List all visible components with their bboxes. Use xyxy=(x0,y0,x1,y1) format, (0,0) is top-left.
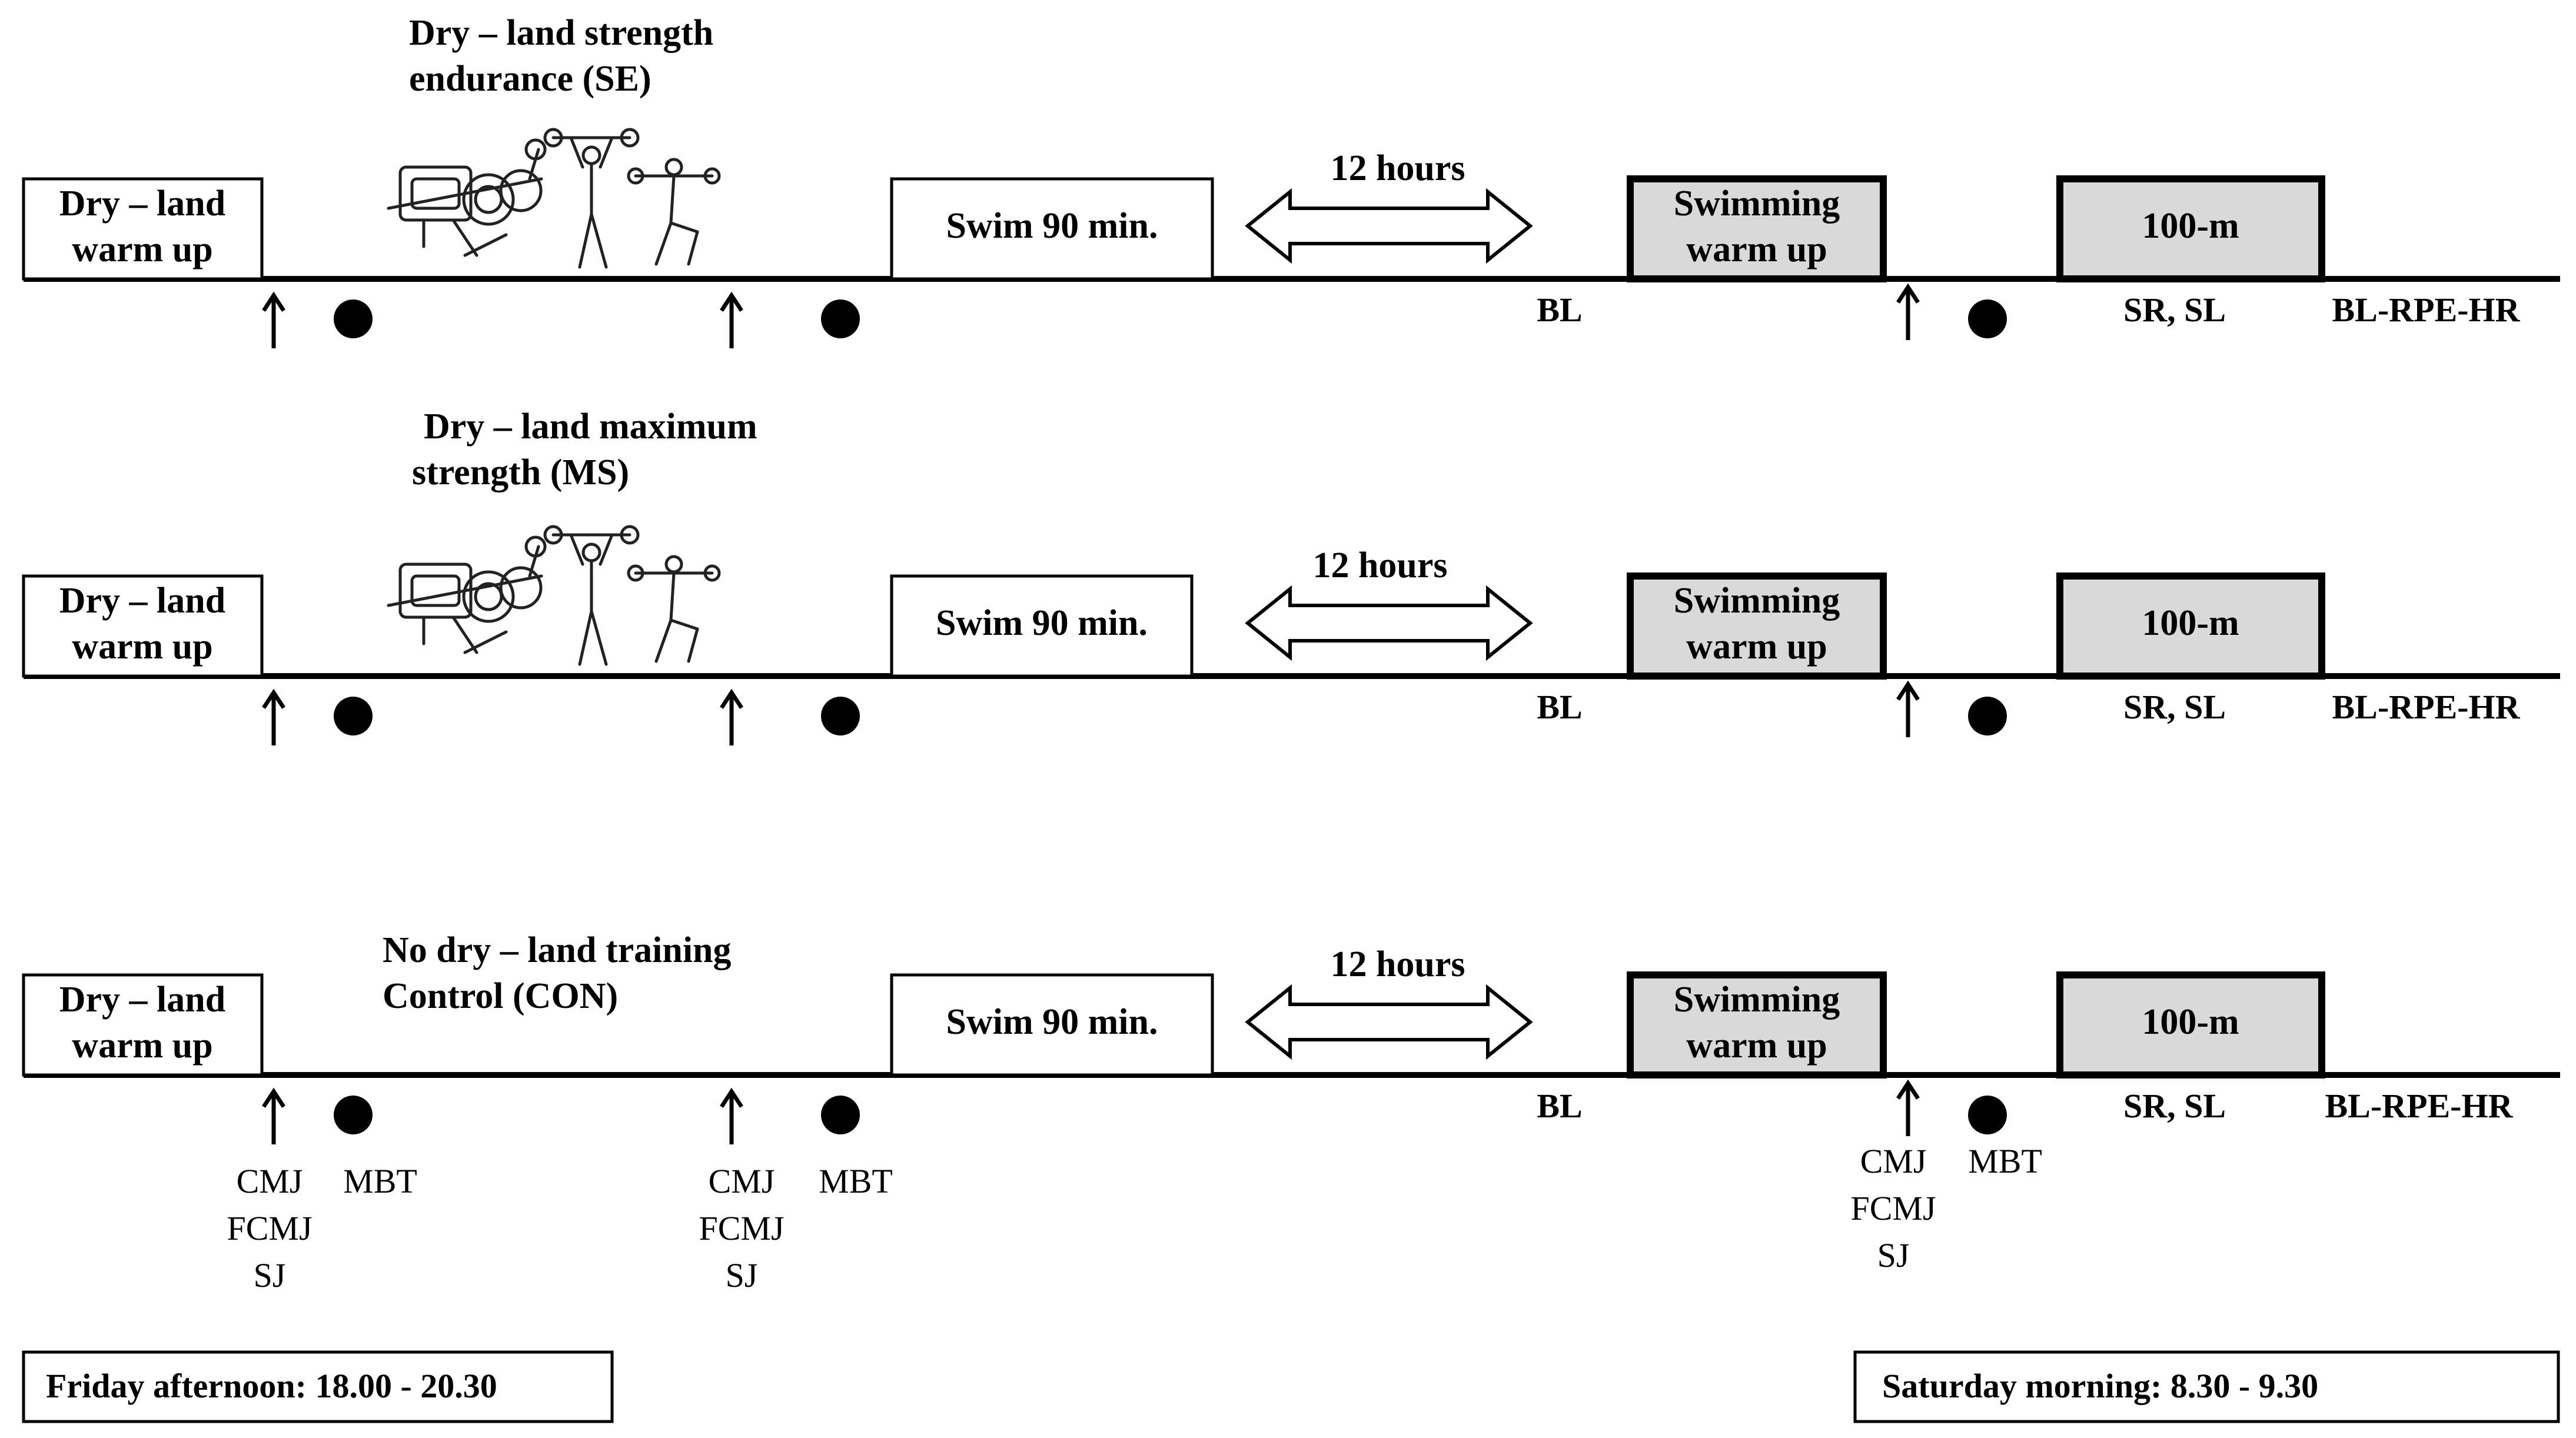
filled-circle-icon xyxy=(821,697,860,735)
swimming-warmup-box xyxy=(1627,572,1887,680)
group-heading-line-2: endurance (SE) xyxy=(409,59,652,99)
ball-test-label: MBT xyxy=(1968,1142,2042,1180)
sr-sl-label: SR, SL xyxy=(2123,291,2226,329)
bl-label: BL xyxy=(1537,1087,1582,1125)
saturday-time-box xyxy=(1853,1350,2560,1423)
arrow-up-icon xyxy=(262,1087,285,1144)
filled-circle-icon xyxy=(1968,299,2007,338)
filled-circle-icon xyxy=(821,1096,860,1134)
race-100m-label: 100-m xyxy=(2142,1002,2239,1042)
race-100m-label: 100-m xyxy=(2142,603,2239,643)
jump-test-label: CMJ xyxy=(709,1162,775,1200)
jump-test-label: FCMJ xyxy=(1850,1189,1936,1227)
swimming-warmup-box xyxy=(1627,971,1887,1078)
protocol-row-ms: Dry – land maximum strength (MS) Dry – lan… xyxy=(22,407,2560,745)
dry-land-warmup-line-2: warm up xyxy=(72,1026,212,1066)
swimming-warmup-line-1: Swimming xyxy=(1674,980,1840,1020)
exercise-illustration xyxy=(387,128,721,269)
jump-test-label: CMJ xyxy=(237,1162,303,1200)
arrow-up-icon xyxy=(1896,1079,1920,1136)
double-arrow-icon xyxy=(1245,188,1533,264)
post-race-label: BL-RPE-HR xyxy=(2332,688,2521,726)
friday-time-box xyxy=(22,1350,614,1423)
ball-test-label: MBT xyxy=(819,1162,893,1200)
arrow-up-icon xyxy=(1896,680,1920,737)
arrow-up-icon xyxy=(262,688,285,745)
dry-land-warmup-box xyxy=(22,973,264,1077)
bl-label: BL xyxy=(1537,688,1582,726)
group-heading-line-1: Dry – land strength xyxy=(409,13,713,53)
double-arrow-icon xyxy=(1245,585,1533,661)
jump-test-label: SJ xyxy=(726,1256,758,1294)
race-100m-box xyxy=(2056,572,2325,680)
swimming-warmup-box xyxy=(1627,175,1887,282)
swim-90-label: Swim 90 min. xyxy=(946,1002,1158,1042)
arrow-up-icon xyxy=(720,291,743,348)
protocol-row-se: Dry – land strength endurance (SE) Dry – l… xyxy=(22,13,2560,348)
friday-time-label: Friday afternoon: 18.00 - 20.30 xyxy=(46,1367,497,1405)
bl-label: BL xyxy=(1537,291,1582,329)
swim-90-label: Swim 90 min. xyxy=(936,603,1148,643)
arrow-up-icon xyxy=(262,291,285,348)
swimming-warmup-line-2: warm up xyxy=(1686,229,1827,269)
jump-test-label: FCMJ xyxy=(227,1209,312,1247)
time-footer: Friday afternoon: 18.00 - 20.30 Saturday … xyxy=(22,1350,2560,1423)
barbell-squat-figure-icon xyxy=(627,158,721,266)
sr-sl-label: SR, SL xyxy=(2123,1087,2226,1125)
interval-label: 12 hours xyxy=(1330,148,1465,188)
arrow-up-icon xyxy=(720,1087,743,1144)
jump-test-label: CMJ xyxy=(1860,1142,1927,1180)
dry-land-warmup-line-1: Dry – land xyxy=(59,980,225,1020)
race-100m-box xyxy=(2056,175,2325,282)
group-heading-line-2: Control (CON) xyxy=(383,976,618,1016)
dry-land-warmup-line-1: Dry – land xyxy=(59,581,225,621)
group-heading-line-2: strength (MS) xyxy=(412,452,629,492)
exercise-illustration xyxy=(387,525,721,666)
post-race-label: BL-RPE-HR xyxy=(2332,291,2521,329)
jump-test-label: FCMJ xyxy=(699,1209,784,1247)
sr-sl-label: SR, SL xyxy=(2123,688,2226,726)
swimming-warmup-line-1: Swimming xyxy=(1674,184,1840,224)
barbell-squat-figure-icon xyxy=(627,555,721,663)
swimming-warmup-line-2: warm up xyxy=(1686,627,1827,667)
filled-circle-icon xyxy=(1968,1096,2007,1134)
race-100m-label: 100-m xyxy=(2142,206,2239,246)
swim-90-box xyxy=(890,973,1214,1077)
filled-circle-icon xyxy=(821,299,860,338)
leg-press-machine-icon xyxy=(387,138,547,257)
jump-test-label: SJ xyxy=(1877,1236,1910,1274)
dry-land-warmup-line-2: warm up xyxy=(72,229,212,269)
barbell-press-figure-icon xyxy=(543,525,640,666)
filled-circle-icon xyxy=(1968,697,2007,735)
filled-circle-icon xyxy=(334,299,373,338)
swim-90-box xyxy=(890,574,1194,678)
arrow-up-icon xyxy=(720,688,743,745)
jump-test-label: SJ xyxy=(254,1256,286,1294)
interval-label: 12 hours xyxy=(1330,944,1465,984)
saturday-time-label: Saturday morning: 8.30 - 9.30 xyxy=(1882,1367,2318,1405)
arrow-up-icon xyxy=(1896,283,1920,340)
interval-label: 12 hours xyxy=(1312,545,1447,585)
swim-90-label: Swim 90 min. xyxy=(946,206,1158,246)
group-heading-line-1: No dry – land training xyxy=(383,930,732,970)
post-race-label: BL-RPE-HR xyxy=(2325,1087,2514,1125)
swim-90-box xyxy=(890,177,1214,281)
leg-press-machine-icon xyxy=(387,535,547,654)
filled-circle-icon xyxy=(334,1096,373,1134)
dry-land-warmup-line-1: Dry – land xyxy=(59,184,225,224)
filled-circle-icon xyxy=(334,697,373,735)
swimming-warmup-line-2: warm up xyxy=(1686,1026,1827,1066)
swimming-warmup-line-1: Swimming xyxy=(1674,581,1840,621)
dry-land-warmup-box xyxy=(22,574,264,678)
barbell-press-figure-icon xyxy=(543,128,640,269)
ball-test-label: MBT xyxy=(343,1162,417,1200)
dry-land-warmup-box xyxy=(22,177,264,281)
double-arrow-icon xyxy=(1245,984,1533,1060)
race-100m-box xyxy=(2056,971,2325,1078)
dry-land-warmup-line-2: warm up xyxy=(72,627,212,667)
group-heading-line-1: Dry – land maximum xyxy=(424,407,757,447)
